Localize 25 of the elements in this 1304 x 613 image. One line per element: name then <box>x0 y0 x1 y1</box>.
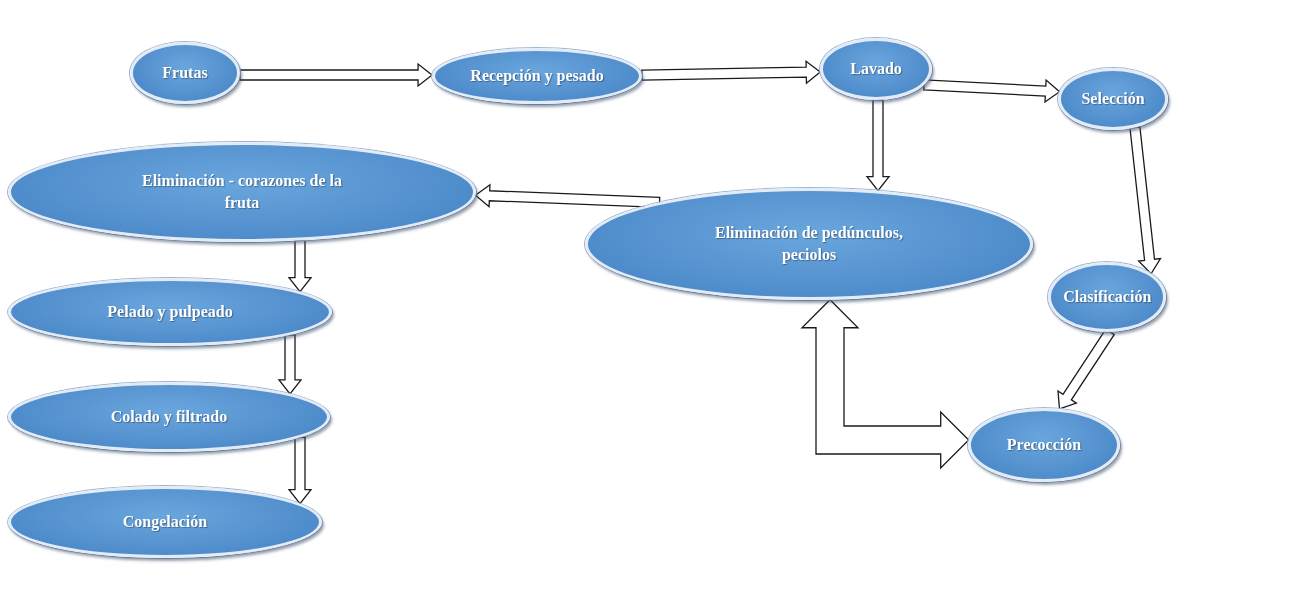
node-label: Eliminación de pedúnculos, peciolos <box>713 223 904 266</box>
block-arrow <box>1129 126 1162 275</box>
node-label: Frutas <box>162 63 208 84</box>
node-label: Pelado y pulpeado <box>107 302 233 323</box>
block-arrow <box>239 62 434 88</box>
node-label: Lavado <box>850 59 902 80</box>
block-arrow <box>865 99 891 192</box>
block-arrow <box>287 436 313 505</box>
node-label: Precocción <box>1006 435 1082 456</box>
node-label: Eliminación - corazones de la fruta <box>141 171 343 213</box>
node-label: Recepción y pesado <box>470 66 604 87</box>
block-arrow <box>800 298 970 470</box>
process-ellipse <box>820 38 932 100</box>
block-arrow <box>474 183 661 209</box>
process-ellipse <box>130 42 240 104</box>
block-arrow <box>287 239 313 293</box>
process-ellipse <box>1058 68 1168 130</box>
block-arrow <box>923 78 1061 104</box>
node-label: Congelación <box>122 512 208 533</box>
node-label: Colado y filtrado <box>110 407 228 428</box>
process-ellipse <box>1048 262 1166 332</box>
node-label: Selección <box>1081 89 1145 110</box>
block-arrow <box>277 334 303 395</box>
node-label: Clasificación <box>1063 287 1151 308</box>
block-arrow <box>641 59 822 85</box>
